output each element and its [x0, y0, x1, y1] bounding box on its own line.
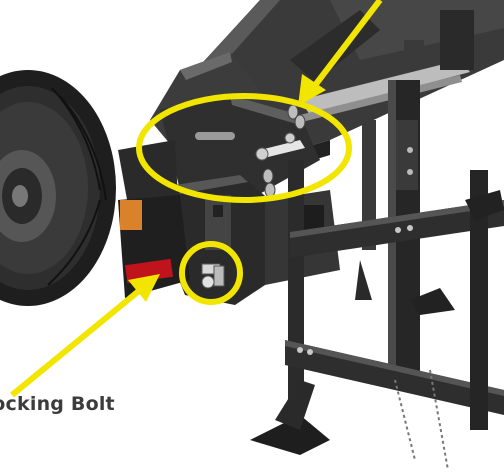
top-arrow-head — [298, 74, 326, 106]
shanks — [250, 80, 504, 471]
locking-bolt-label: Locking Bolt — [0, 393, 115, 415]
hitch-highlight-ellipse — [136, 93, 352, 203]
bolt-arrow-shaft — [10, 287, 142, 398]
bolt-arrow-head — [128, 274, 160, 302]
tire — [0, 70, 116, 306]
red-reflector — [124, 258, 174, 284]
callout-highlights — [10, 0, 383, 398]
bolt-highlight-circle — [179, 241, 243, 305]
top-arrow-shaft — [313, 0, 383, 86]
amber-reflector — [120, 200, 142, 230]
